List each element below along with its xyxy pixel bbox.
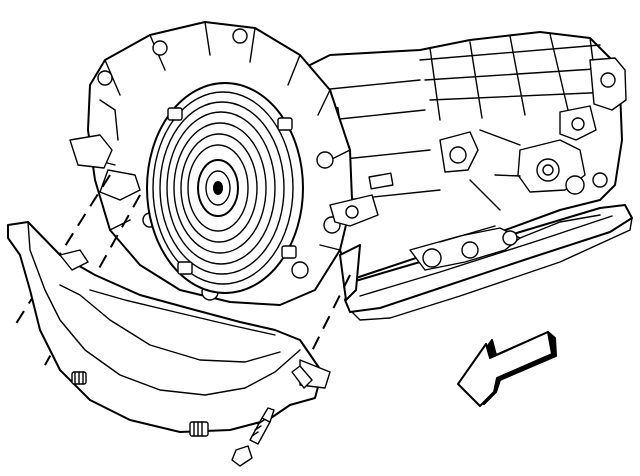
arrow-front-of-vehicle-icon [457,331,557,407]
bolt-long [231,407,275,467]
torque-converter [146,82,304,294]
bolt-bottom [189,421,209,437]
oil-pan [344,172,633,321]
cover-stud [291,365,313,389]
bolt-left [71,371,87,385]
cover-fasteners [71,365,313,467]
